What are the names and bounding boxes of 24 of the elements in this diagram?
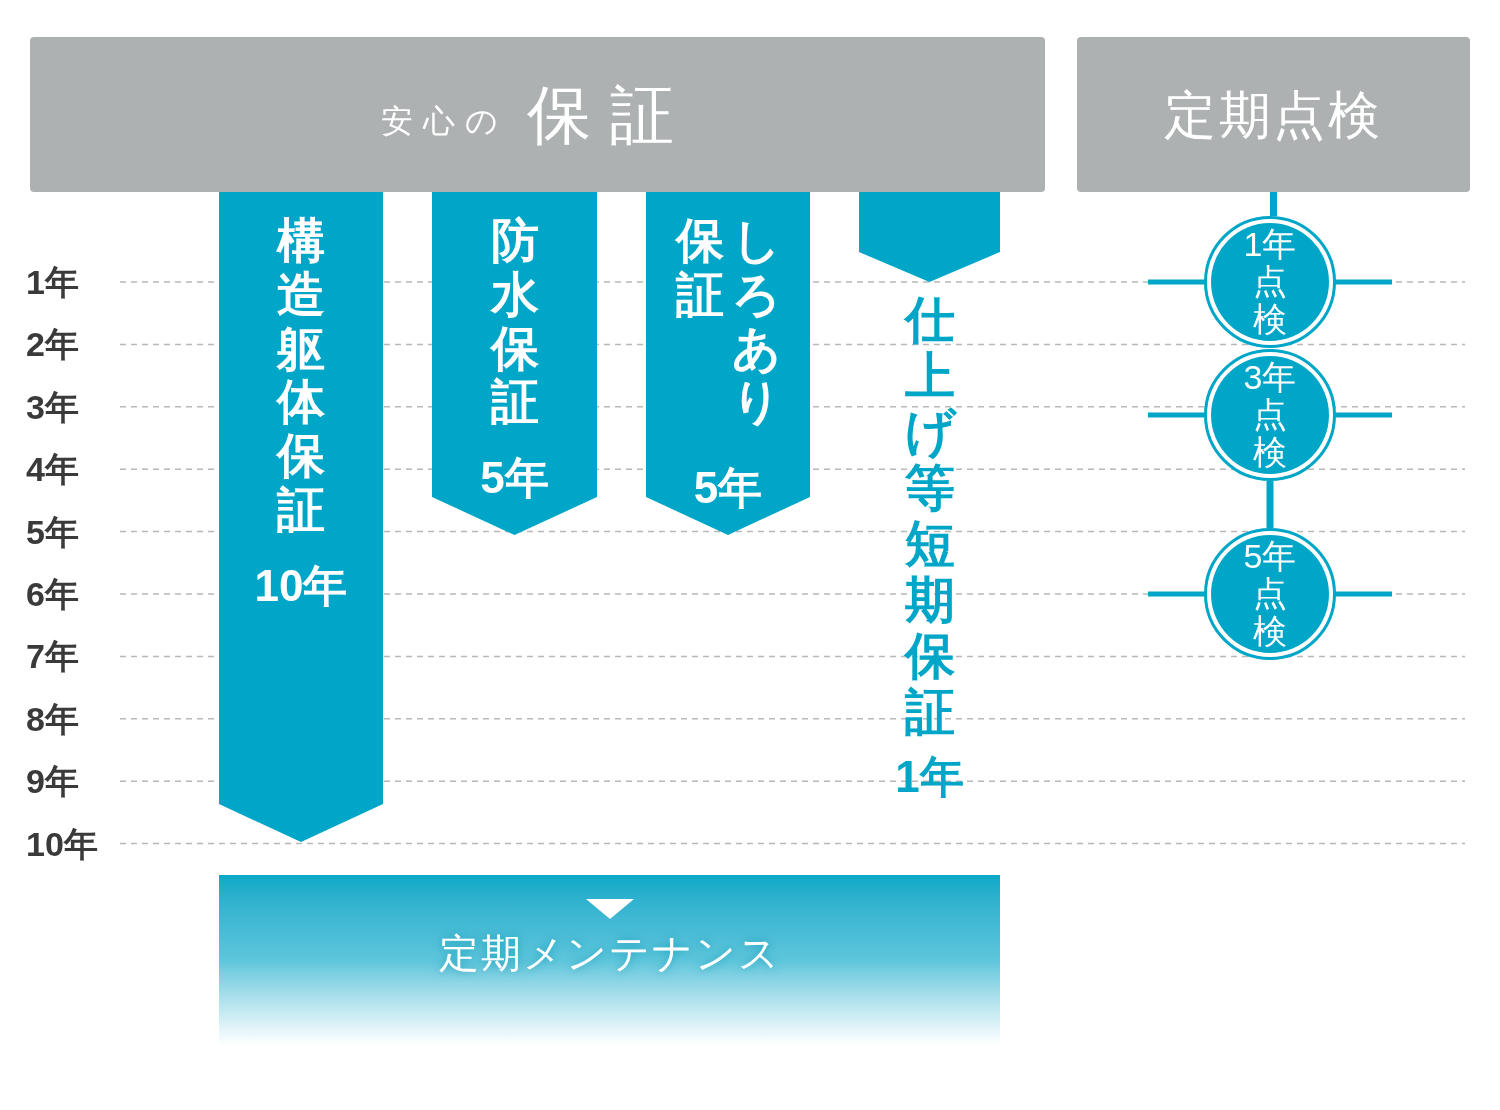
warranty-bar <box>432 192 597 535</box>
header-title: 保証 <box>527 77 694 153</box>
vertical-label: 仕上げ等短期保証 <box>904 292 955 740</box>
header-subtitle: 安心の <box>381 101 508 141</box>
header-title: 定期点検 <box>1164 84 1383 146</box>
warranty-bar <box>646 192 810 535</box>
inspection-label: 1年点検 <box>1242 225 1298 339</box>
maintenance-label: 定期メンテナンス <box>438 930 781 977</box>
maintenance-band <box>219 875 1000 1045</box>
duration-label: 1年 <box>895 751 964 803</box>
connector-line <box>1270 192 1277 216</box>
inspection-label: 3年点検 <box>1242 358 1298 472</box>
duration-label: 5年 <box>693 462 763 514</box>
vertical-label: しろあり <box>732 214 780 429</box>
duration-label: 10年 <box>254 559 348 612</box>
header-panel <box>1077 37 1470 192</box>
inspection-label: 5年点検 <box>1242 537 1298 651</box>
connector-line <box>1266 481 1274 528</box>
vertical-label: 構造躯体保証 <box>277 214 325 537</box>
header-panel <box>30 37 1045 192</box>
vertical-label: 防水保証 <box>490 214 539 429</box>
vertical-label: 保証 <box>676 214 724 323</box>
warranty-bar <box>219 192 383 842</box>
duration-label: 5年 <box>480 452 549 504</box>
